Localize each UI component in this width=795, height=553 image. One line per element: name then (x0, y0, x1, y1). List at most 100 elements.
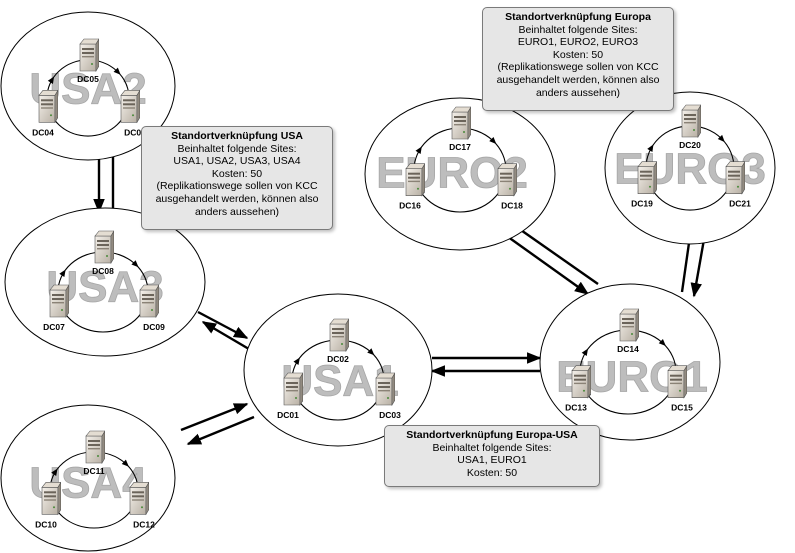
replication-arrow (415, 146, 422, 154)
note-europa-line: EURO1, EURO2, EURO3 (517, 36, 639, 49)
dc-label: DC08 (92, 266, 114, 276)
server-icon (139, 284, 159, 318)
site-link-arrow (180, 402, 249, 432)
site-link-arrow (201, 320, 255, 354)
replication-arrow (293, 357, 300, 365)
dc-label: DC02 (327, 354, 349, 364)
site-boundary (604, 91, 776, 245)
domain-controller: DC05 (77, 38, 99, 84)
domain-controller: DC04 (32, 89, 58, 137)
site-boundary (243, 293, 433, 447)
dc-label: DC17 (449, 142, 471, 152)
server-icon (85, 430, 105, 464)
domain-controller: DC18 (497, 163, 523, 211)
server-icon (49, 284, 69, 318)
dc-label: DC21 (729, 199, 751, 209)
dc-label: DC09 (143, 322, 165, 332)
server-icon (79, 38, 99, 72)
server-icon (681, 104, 701, 138)
note-europa-title: Standortverknüpfung Europa (505, 11, 651, 23)
replication-arrow (717, 134, 725, 143)
domain-controller: DC20 (679, 104, 701, 150)
replication-arrow (489, 136, 497, 145)
server-icon (94, 230, 114, 264)
replication-arrow (59, 269, 66, 277)
dc-label: DC13 (565, 403, 587, 413)
server-icon (38, 89, 58, 123)
domain-controller: DC11 (83, 430, 105, 476)
dc-label: DC07 (43, 322, 65, 332)
dc-label: DC16 (399, 201, 421, 211)
site-link-arrow (197, 310, 249, 340)
dc-label: DC12 (133, 519, 155, 529)
server-icon (497, 163, 517, 197)
server-icon (41, 481, 61, 515)
note-europa-line: ausgehandelt werden, können also (496, 73, 660, 86)
domain-controller: DC14 (617, 308, 639, 354)
note-europa-line: Kosten: 50 (552, 48, 604, 61)
replication-arrow (113, 67, 121, 75)
note-usa-line: ausgehandelt werden, können also (155, 192, 319, 205)
site-link-arrow (186, 415, 255, 446)
dc-label: DC14 (617, 344, 639, 354)
dc-label: DC06 (124, 127, 146, 137)
note-usa-title: Standortverknüpfung USA (171, 130, 303, 142)
server-icon (129, 481, 149, 515)
replication-arrow (658, 338, 666, 346)
note-europa-usa-line: USA1, EURO1 (457, 454, 527, 467)
replication-arrow (121, 459, 129, 467)
domain-controller: DC08 (92, 230, 114, 276)
note-europa-usa-line: Kosten: 50 (466, 466, 518, 479)
domain-controller: DC06 (120, 89, 146, 137)
dc-label: DC11 (83, 466, 105, 476)
server-icon (120, 89, 140, 123)
domain-controller: DC19 (631, 161, 657, 209)
dc-label: DC19 (631, 199, 653, 209)
note-usa-line: USA1, USA2, USA3, USA4 (173, 155, 301, 168)
note-usa-line: anders aussehen) (194, 205, 280, 218)
domain-controller: DC21 (725, 161, 751, 209)
dc-label: DC20 (679, 140, 701, 150)
note-europa-line: (Replikationswege sollen von KCC (497, 61, 659, 74)
server-icon (619, 308, 639, 342)
domain-controller: DC15 (667, 365, 693, 413)
server-icon (725, 161, 745, 195)
replication-arrow (131, 260, 139, 268)
server-icon (637, 161, 657, 195)
note-usa-line: (Replikationswege sollen von KCC (156, 180, 318, 193)
replication-arrow (581, 348, 589, 356)
replication-arrow (367, 348, 375, 356)
note-europa-usa-line: Beinhaltet folgende Sites: (432, 441, 552, 454)
dc-label: DC01 (277, 410, 299, 420)
site-boundary (0, 11, 176, 161)
domain-controller: DC13 (565, 365, 591, 413)
note-europa-usa-title: Standortverknüpfung Europa-USA (406, 429, 578, 441)
server-icon (329, 318, 349, 352)
server-icon (405, 163, 425, 197)
note-europa-line: Beinhaltet folgende Sites: (518, 23, 638, 36)
note-europa-line: anders aussehen) (535, 86, 621, 99)
domain-controller: DC12 (129, 481, 155, 529)
domain-controller: DC09 (139, 284, 165, 332)
domain-controller: DC01 (277, 372, 303, 420)
domain-controller: DC16 (399, 163, 425, 211)
domain-controller: DC03 (375, 372, 401, 420)
replication-arrow (647, 144, 654, 152)
note-usa: Standortverknüpfung USA Beinhaltet folge… (141, 126, 333, 230)
dc-label: DC05 (77, 74, 99, 84)
domain-controller: DC10 (35, 481, 61, 529)
dc-label: DC04 (32, 127, 54, 137)
note-usa-line: Kosten: 50 (211, 167, 263, 180)
replication-arrow (51, 468, 58, 476)
site-boundary (364, 97, 556, 251)
replication-arrow (47, 76, 55, 84)
site-boundary (539, 283, 721, 441)
